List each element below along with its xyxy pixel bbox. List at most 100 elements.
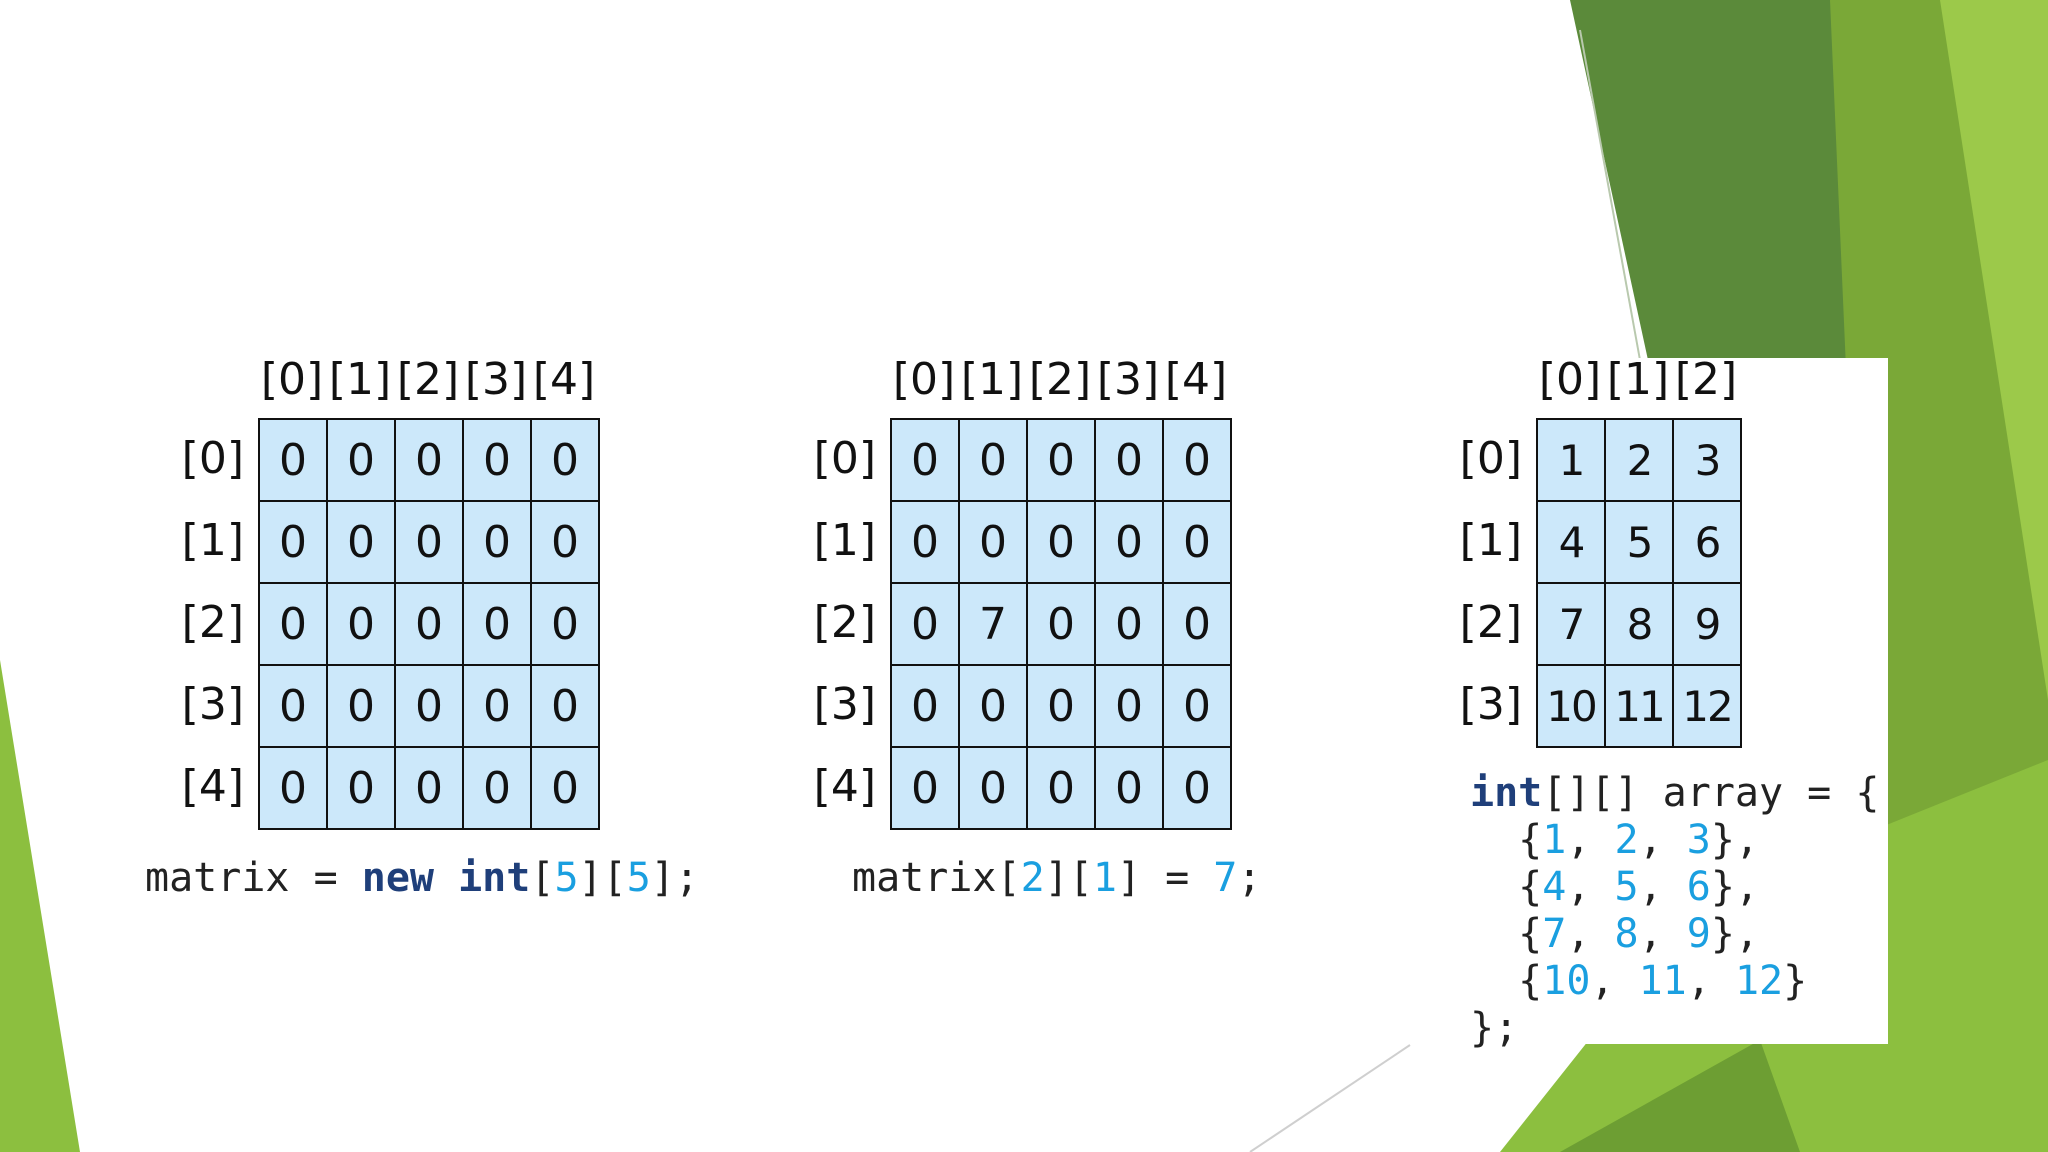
matrix-cell: 0 bbox=[958, 664, 1028, 748]
matrix-cell: 0 bbox=[890, 418, 960, 502]
matrix-cell: 0 bbox=[530, 582, 600, 666]
matrix-cell: 0 bbox=[326, 582, 396, 666]
code-number: 1 bbox=[1092, 855, 1117, 901]
matrix-cell: 0 bbox=[958, 418, 1028, 502]
code-bracket: ][ bbox=[578, 855, 627, 901]
matrix-cell: 0 bbox=[1162, 500, 1232, 584]
matrix-cell: 0 bbox=[326, 500, 396, 584]
code-array-initializer: int[][] array = { {1, 2, 3}, {4, 5, 6}, … bbox=[1470, 770, 1879, 1052]
col-headers-b: [0] [1] [2] [3] [4] bbox=[890, 352, 1230, 408]
matrix-cell: 0 bbox=[530, 746, 600, 830]
matrix-cell: 0 bbox=[958, 500, 1028, 584]
row-label: [1] bbox=[1459, 515, 1522, 566]
bg-shape-left bbox=[0, 660, 80, 1152]
code-number: 10 bbox=[1542, 958, 1591, 1004]
code-var: matrix[ bbox=[852, 855, 1021, 901]
matrix-cell: 0 bbox=[326, 418, 396, 502]
code-op: = bbox=[289, 855, 362, 901]
initializer-row: {1, 2, 3}, bbox=[1470, 817, 1760, 863]
matrix-cell: 0 bbox=[1094, 746, 1164, 830]
matrix-cell: 11 bbox=[1604, 664, 1674, 748]
row-label: [4] bbox=[813, 761, 876, 812]
matrix-cell: 12 bbox=[1672, 664, 1742, 748]
code-assign-element: matrix[2][1] = 7; bbox=[852, 855, 1261, 901]
code-bracket: [ bbox=[530, 855, 555, 901]
matrix-grid-a: [0] [1] [2] [3] [4] [0] [1] [2] [3] [4] … bbox=[170, 352, 610, 832]
matrix-cell: 0 bbox=[394, 418, 464, 502]
matrix-cell: 0 bbox=[462, 664, 532, 748]
code-number: 2 bbox=[1020, 855, 1045, 901]
code-number: 11 bbox=[1638, 958, 1687, 1004]
row-label: [0] bbox=[813, 433, 876, 484]
row-label: [3] bbox=[813, 679, 876, 730]
code-number: 4 bbox=[1542, 864, 1567, 910]
code-number: 5 bbox=[626, 855, 651, 901]
bg-shape-light bbox=[1940, 0, 2048, 700]
keyword-int: int bbox=[458, 855, 531, 901]
row-headers-a: [0] [1] [2] [3] [4] bbox=[170, 418, 244, 828]
col-label: [2] bbox=[1028, 354, 1092, 405]
code-new-matrix: matrix = new int[5][5]; bbox=[145, 855, 699, 901]
col-label: [2] bbox=[396, 354, 460, 405]
row-label: [2] bbox=[813, 597, 876, 648]
col-label: [1] bbox=[960, 354, 1024, 405]
col-label: [1] bbox=[1606, 354, 1670, 405]
col-label: [0] bbox=[892, 354, 956, 405]
matrix-cell: 0 bbox=[1026, 664, 1096, 748]
matrix-cell: 0 bbox=[890, 582, 960, 666]
matrix-cell: 6 bbox=[1672, 500, 1742, 584]
row-label: [4] bbox=[181, 761, 244, 812]
row-label: [1] bbox=[181, 515, 244, 566]
matrix-cell: 0 bbox=[462, 746, 532, 830]
matrix-cell: 0 bbox=[462, 582, 532, 666]
bg-shape-bottom-dark bbox=[1560, 1040, 1800, 1152]
matrix-cell: 0 bbox=[530, 500, 600, 584]
row-label: [2] bbox=[1459, 597, 1522, 648]
code-number: 6 bbox=[1686, 864, 1711, 910]
initializer-row: {10, 11, 12} bbox=[1470, 958, 1808, 1004]
code-number: 7 bbox=[1542, 911, 1567, 957]
matrix-cell: 0 bbox=[394, 664, 464, 748]
matrix-cell: 8 bbox=[1604, 582, 1674, 666]
col-headers-a: [0] [1] [2] [3] [4] bbox=[258, 352, 598, 408]
code-number: 7 bbox=[1213, 855, 1238, 901]
row-label: [3] bbox=[1459, 679, 1522, 730]
matrix-cell: 0 bbox=[530, 418, 600, 502]
matrix-cell: 0 bbox=[1162, 582, 1232, 666]
matrix-cell: 7 bbox=[1536, 582, 1606, 666]
matrix-cell: 0 bbox=[394, 746, 464, 830]
code-decl: [][] array = { bbox=[1542, 770, 1880, 816]
matrix-cell: 0 bbox=[1094, 664, 1164, 748]
matrix-cell: 4 bbox=[1536, 500, 1606, 584]
matrix-cell: 0 bbox=[1026, 500, 1096, 584]
matrix-cell: 0 bbox=[530, 664, 600, 748]
matrix-cell: 1 bbox=[1536, 418, 1606, 502]
matrix-cell: 0 bbox=[258, 664, 328, 748]
matrix-cell: 0 bbox=[1094, 500, 1164, 584]
bg-thin-line-2 bbox=[1249, 1044, 1411, 1152]
matrix-cell: 0 bbox=[394, 500, 464, 584]
code-close: }; bbox=[1470, 1005, 1519, 1051]
matrix-cell: 0 bbox=[1162, 664, 1232, 748]
matrix-cell: 0 bbox=[1094, 582, 1164, 666]
matrix-cell: 0 bbox=[1094, 418, 1164, 502]
matrix-cell: 0 bbox=[1162, 418, 1232, 502]
initializer-rows: {1, 2, 3}, {4, 5, 6}, {7, 8, 9}, {10, 11… bbox=[1470, 817, 1807, 1004]
col-label: [1] bbox=[328, 354, 392, 405]
matrix-cell: 5 bbox=[1604, 500, 1674, 584]
matrix-cell: 0 bbox=[258, 500, 328, 584]
matrix-cell: 10 bbox=[1536, 664, 1606, 748]
